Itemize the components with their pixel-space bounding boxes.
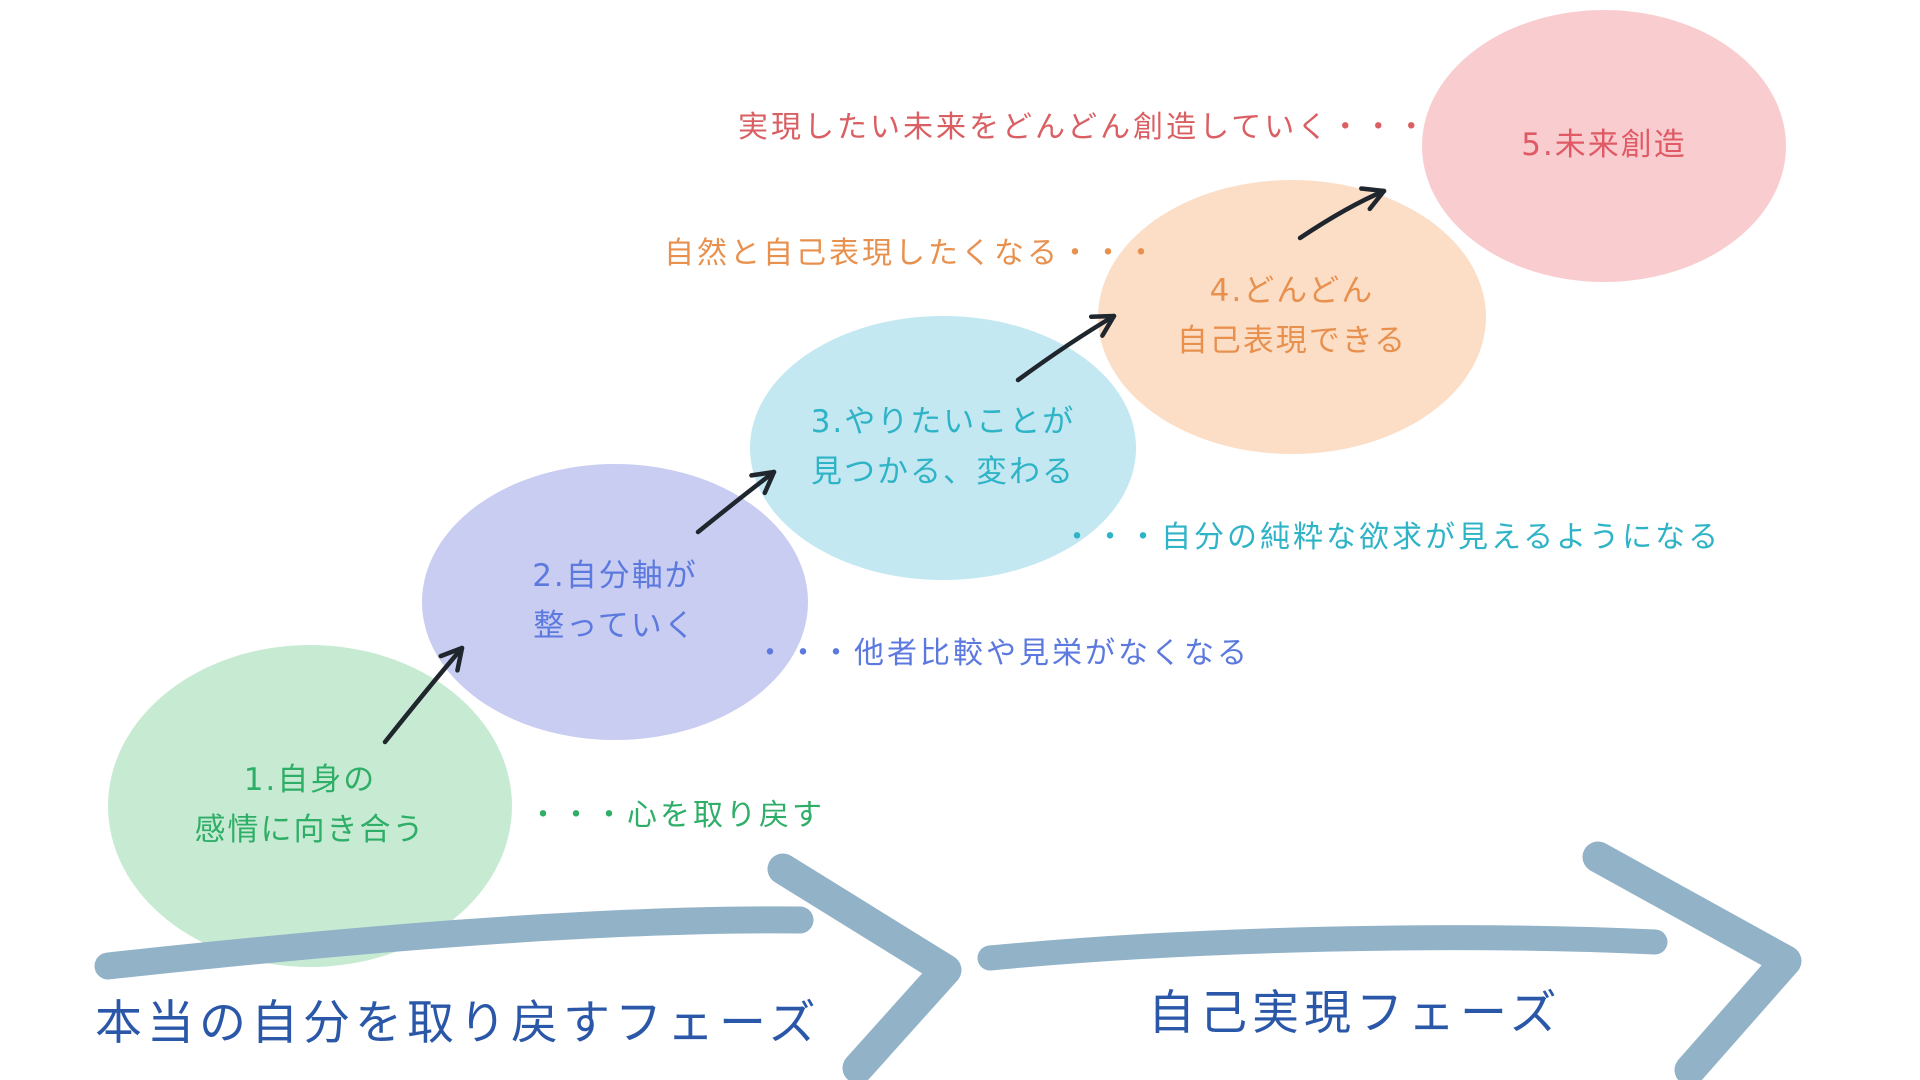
phase-1-label: 1.自身の 感情に向き合う	[195, 756, 426, 855]
phase-2-annotation: ・・・他者比較や見栄がなくなる	[755, 636, 1250, 671]
phase-3-label: 3.やりたいことが 見つかる、変わる	[811, 398, 1076, 497]
phase-2-label-line1: 2.自分軸が	[532, 558, 698, 595]
phase-3-label-line1: 3.やりたいことが	[810, 404, 1076, 441]
phase-5-label: 5.未来創造	[1521, 121, 1687, 171]
phase-ellipse-1: 1.自身の 感情に向き合う	[108, 645, 512, 967]
phase-ellipse-5: 5.未来創造	[1422, 10, 1786, 282]
phase-4-label-line1: 4.どんどん	[1209, 273, 1375, 310]
phase-3-label-line2: 見つかる、変わる	[810, 454, 1075, 490]
phase-5-annotation: 実現したい未来をどんどん創造していく・・・	[738, 110, 1430, 145]
phase-ellipse-2: 2.自分軸が 整っていく	[422, 464, 808, 740]
phase-2-label-line2: 整っていく	[533, 608, 697, 644]
phase-4-label-line2: 自己表現できる	[1176, 323, 1408, 359]
phase-3-annotation: ・・・自分の純粋な欲求が見えるようになる	[1062, 520, 1722, 555]
phase-1-label-line2: 感情に向き合う	[194, 812, 426, 848]
phase-4-annotation: 自然と自己表現したくなる・・・	[664, 236, 1159, 271]
phase-2-label: 2.自分軸が 整っていく	[532, 552, 698, 651]
phase-ellipse-4: 4.どんどん 自己表現できる	[1098, 180, 1486, 454]
phase-1-label-line1: 1.自身の	[243, 762, 377, 799]
phase-4-label: 4.どんどん 自己表現できる	[1177, 267, 1407, 366]
phase-1-annotation: ・・・心を取り戻す	[528, 798, 825, 833]
phase-section-label-left: 本当の自分を取り戻すフェーズ	[95, 996, 821, 1051]
phase-5-label-line1: 5.未来創造	[1521, 127, 1687, 164]
phase-section-label-right: 自己実現フェーズ	[1148, 986, 1562, 1041]
